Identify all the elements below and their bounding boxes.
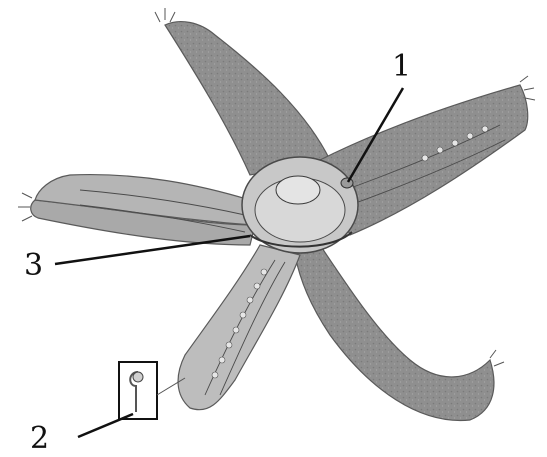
callout-label-2: 2 [30,421,49,456]
arm-lower-right [295,245,494,420]
central-disc [242,157,358,253]
madreporite [341,178,353,188]
callout-label-1: 1 [392,49,411,84]
tube-foot-inset [119,362,185,419]
callout-label-3: 3 [24,248,43,283]
arm-top [165,22,330,175]
arm-lower-left [178,245,300,410]
leader-line-2 [78,414,133,437]
stomach [276,176,320,204]
leader-line-3 [55,236,250,264]
